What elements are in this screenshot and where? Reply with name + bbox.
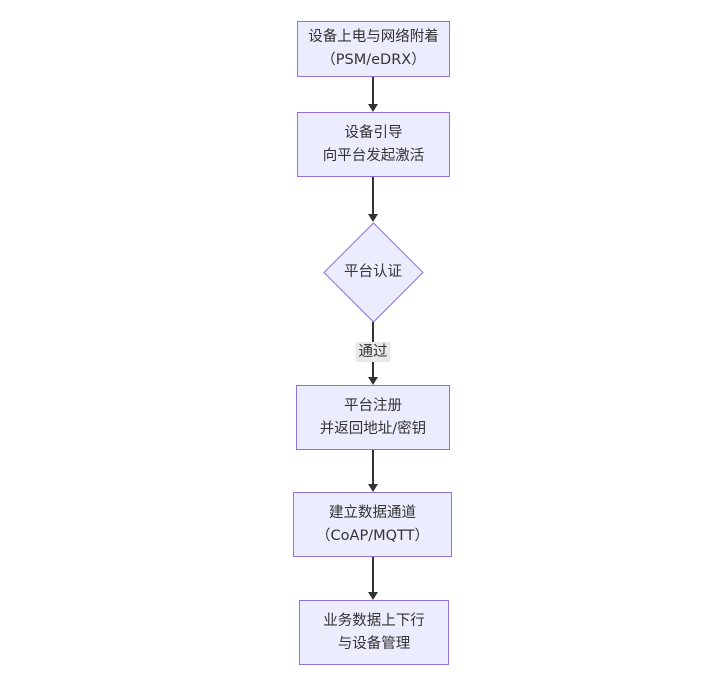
arrowhead-icon: [368, 484, 378, 492]
edge-power-to-boot: [372, 77, 374, 104]
node-label-line: 业务数据上下行: [323, 612, 425, 629]
node-register: 平台注册 并返回地址/密钥: [296, 385, 450, 450]
node-label-line: 设备引导: [344, 124, 403, 141]
edge-register-to-channel: [372, 450, 374, 484]
node-boot: 设备引导 向平台发起激活: [297, 112, 450, 177]
node-label-line: 平台注册: [344, 397, 402, 414]
node-business: 业务数据上下行 与设备管理: [299, 600, 449, 665]
arrowhead-icon: [368, 104, 378, 112]
arrowhead-icon: [368, 214, 378, 222]
node-label-line: （CoAP/MQTT）: [316, 527, 429, 544]
node-channel: 建立数据通道 （CoAP/MQTT）: [293, 492, 452, 557]
edge-label-pass: 通过: [355, 342, 391, 362]
node-label-line: 建立数据通道: [329, 504, 416, 521]
node-auth-label: 平台认证: [344, 264, 402, 280]
edge-channel-to-business: [372, 557, 374, 592]
node-label-line: 设备上电与网络附着: [308, 29, 439, 45]
node-label-line: 与设备管理: [337, 635, 411, 652]
node-label-line: 向平台发起激活: [322, 147, 425, 164]
node-label-line: （PSM/eDRX）: [321, 52, 426, 68]
arrowhead-icon: [368, 377, 378, 385]
edge-boot-to-auth: [372, 177, 374, 214]
arrowhead-icon: [368, 592, 378, 600]
node-power-attach: 设备上电与网络附着 （PSM/eDRX）: [297, 21, 450, 77]
node-label-line: 并返回地址/密钥: [319, 420, 427, 437]
